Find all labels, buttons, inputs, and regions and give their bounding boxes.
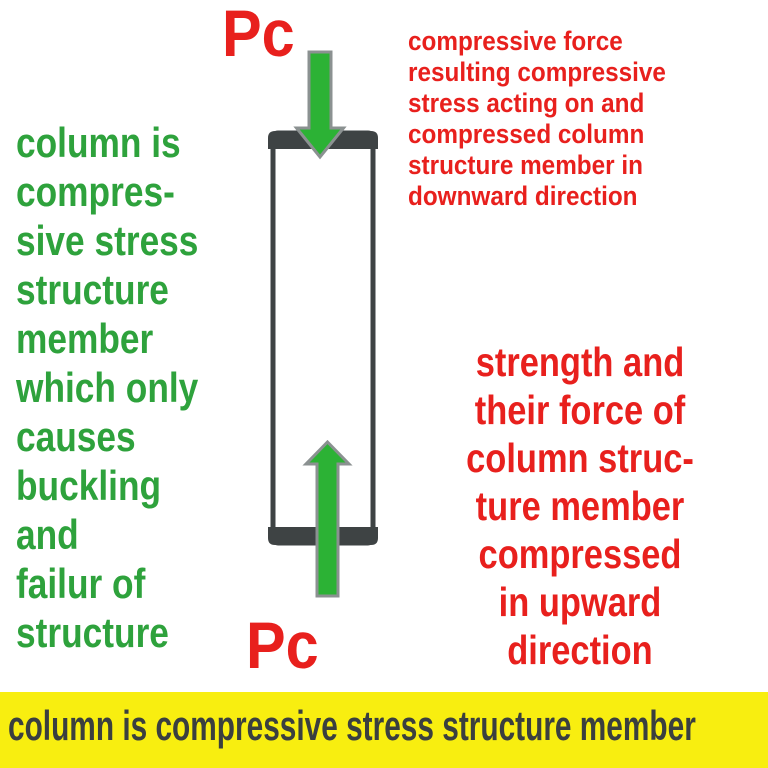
column-bottom-cap — [268, 527, 378, 545]
left-caption-line: sive stress — [16, 217, 199, 264]
bottom-right-caption-line: strength and — [475, 339, 685, 385]
top-right-caption-line: downward direction — [408, 181, 638, 211]
bottom-right-caption-line: their force of — [474, 387, 686, 433]
bottom-right-caption-line: column struc- — [466, 435, 694, 481]
column-top-cap — [268, 131, 378, 149]
top-right-caption-line: structure member in — [408, 150, 643, 180]
upward-force-arrow-icon — [302, 439, 353, 598]
left-caption-line: buckling — [16, 462, 162, 509]
top-right-caption-line: compressive force — [408, 26, 623, 56]
left-caption-line: and — [16, 511, 79, 558]
bottom-right-caption-line: compressed — [478, 531, 682, 577]
left-caption-line: which only — [16, 364, 199, 411]
left-caption-line: column is — [16, 119, 181, 166]
column-body — [270, 130, 376, 546]
bottom-right-caption-line: in upward — [498, 579, 662, 625]
left-caption-line: failur of — [16, 560, 146, 607]
bottom-right-caption: strength and their force of column struc… — [427, 338, 733, 674]
left-caption: column is compres- sive stress structure… — [16, 118, 198, 657]
left-caption-line: causes — [16, 413, 136, 460]
top-right-caption-line: stress acting on and — [408, 88, 645, 118]
force-label-top: Pc — [222, 0, 295, 70]
force-label-bottom: Pc — [246, 608, 319, 682]
bottom-banner-text: column is compressive stress structure m… — [8, 702, 696, 749]
bottom-right-caption-line: direction — [507, 627, 653, 673]
bottom-right-caption-line: ture member — [475, 483, 685, 529]
left-caption-line: compres- — [16, 168, 175, 215]
top-right-caption-line: compressed column — [408, 119, 645, 149]
downward-force-arrow-icon — [293, 50, 347, 160]
left-caption-line: member — [16, 315, 154, 362]
left-caption-line: structure — [16, 266, 169, 313]
bottom-banner: column is compressive stress structure m… — [0, 692, 768, 768]
top-right-caption-line: resulting compressive — [408, 57, 666, 87]
left-caption-line: structure — [16, 609, 169, 656]
top-right-caption: compressive force resulting compressive … — [408, 26, 666, 212]
